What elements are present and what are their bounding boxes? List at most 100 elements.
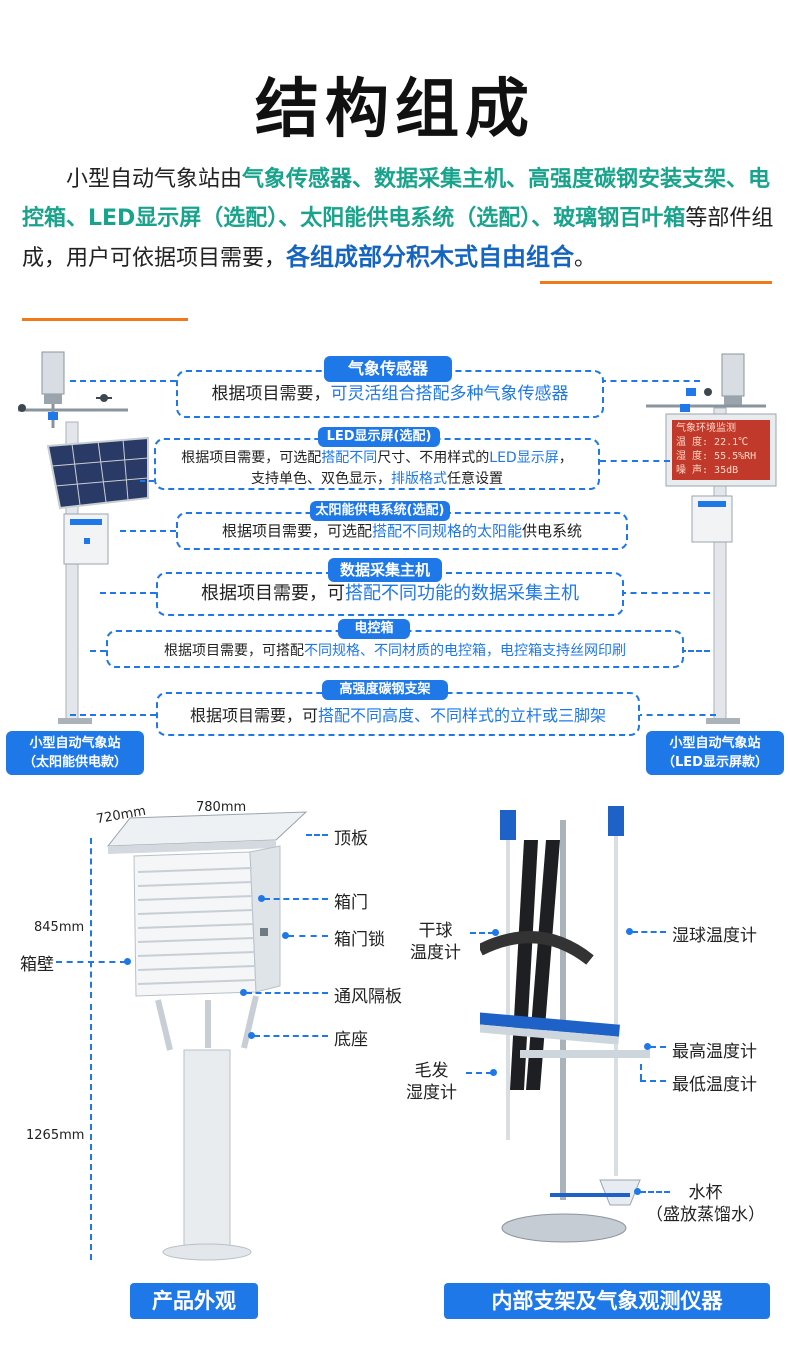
component-label-control-box: 电控箱 xyxy=(338,619,410,639)
connector-line xyxy=(636,714,716,716)
component-desc: 支持单色、双色显示， xyxy=(251,471,391,487)
right-station-label-line2: （LED显示屏款） xyxy=(662,755,768,770)
left-station-label-line1: 小型自动气象站 xyxy=(29,736,121,751)
connector-line xyxy=(70,380,176,382)
pointer-dot xyxy=(634,1188,641,1195)
dimension-width: 780mm xyxy=(196,800,247,815)
part-label-top: 顶板 xyxy=(334,829,368,849)
component-desc-highlight: LED显示屏 xyxy=(489,450,559,466)
pointer-dot xyxy=(490,1069,497,1076)
connector-line xyxy=(254,1035,328,1037)
component-label-solar: 太阳能供电系统(选配) xyxy=(310,501,450,521)
component-box-sensor: 根据项目需要，可灵活组合搭配多种气象传感器 xyxy=(176,370,604,418)
connector-line xyxy=(640,1191,670,1193)
led-display-title: 气象环境监测 xyxy=(676,423,736,434)
left-station-label-line2: （太阳能供电款） xyxy=(22,755,127,770)
page-title: 结构组成 xyxy=(255,73,535,147)
underline-accent xyxy=(22,318,188,321)
intro-emphasis: 各组成部分积木式自由组合 xyxy=(286,243,575,271)
right-weather-station: 气象环境监测 温 度: 22.1℃ 湿 度: 55.5%RH 噪 声: 35dB xyxy=(636,348,786,728)
connector-line xyxy=(470,932,494,934)
connector-line xyxy=(246,992,328,994)
pointer-dot xyxy=(240,989,247,996)
louvered-shelter-illustration xyxy=(80,800,320,1270)
component-desc: 根据项目需要，可选配 xyxy=(221,522,372,540)
right-station-label-line1: 小型自动气象站 xyxy=(669,736,761,751)
weather-station-illustration xyxy=(646,353,777,724)
intro-text-1: 小型自动气象站由 xyxy=(66,167,243,192)
instrument-label-water-cup: 水杯 （盛放蒸馏水） xyxy=(646,1182,765,1226)
product-appearance-button[interactable]: 产品外观 xyxy=(130,1283,258,1319)
dimension-line xyxy=(90,838,92,998)
connector-line xyxy=(288,935,328,937)
part-label-vent-panel: 通风隔板 xyxy=(334,987,402,1007)
instrument-label-line: 干球 xyxy=(418,921,453,941)
led-display-row: 噪 声: 35dB xyxy=(676,465,739,476)
instrument-label-wet-bulb: 湿球温度计 xyxy=(672,926,757,946)
intro-text-3: 。 xyxy=(574,246,597,271)
part-label-door-lock: 箱门锁 xyxy=(334,930,385,950)
left-weather-station xyxy=(8,348,158,728)
left-station-label: 小型自动气象站 （太阳能供电款） xyxy=(6,731,144,775)
instrument-label-max-thermometer: 最高温度计 xyxy=(672,1042,757,1062)
component-desc: 供电系统 xyxy=(522,522,583,540)
intro-components-highlight: 气象传感器、数据采集主机、高强度碳钢安装支架、电控箱、LED显示屏（选配）、太阳… xyxy=(22,167,771,231)
connector-line xyxy=(90,650,106,652)
component-desc: 尺寸、不用样式的 xyxy=(377,450,490,466)
connector-line xyxy=(120,530,176,532)
component-label-bracket: 高强度碳钢支架 xyxy=(322,680,448,700)
instrument-label-line: 水杯 xyxy=(688,1183,723,1203)
instrument-label-min-thermometer: 最低温度计 xyxy=(672,1075,757,1095)
connector-line xyxy=(650,1046,666,1048)
connector-line xyxy=(306,834,328,836)
instrument-label-dry-bulb: 干球 温度计 xyxy=(410,920,461,964)
pointer-dot xyxy=(626,928,633,935)
connector-line xyxy=(600,380,700,382)
connector-line xyxy=(640,1080,666,1082)
component-desc-highlight: 搭配不同规格的太阳能 xyxy=(371,522,522,540)
component-desc-highlight: 搭配不同功能的数据采集主机 xyxy=(345,583,579,604)
dimension-box-height: 845mm xyxy=(34,920,85,935)
pointer-dot xyxy=(282,932,289,939)
intro-paragraph: 小型自动气象站由气象传感器、数据采集主机、高强度碳钢安装支架、电控箱、LED显示… xyxy=(22,160,774,278)
connector-line xyxy=(100,592,156,594)
pointer-dot xyxy=(492,929,499,936)
underline-accent xyxy=(540,281,772,284)
intro-text-2: 等部件组成，用户可依据项目需要， xyxy=(22,206,774,271)
weather-station-illustration xyxy=(18,351,149,724)
right-station-label: 小型自动气象站 （LED显示屏款） xyxy=(646,731,784,775)
pointer-dot xyxy=(258,895,265,902)
part-label-base: 底座 xyxy=(334,1030,368,1050)
component-label-datalogger: 数据采集主机 xyxy=(328,558,442,582)
led-display-row: 温 度: 22.1℃ xyxy=(676,437,749,448)
pointer-dot xyxy=(124,958,131,965)
instrument-stand-illustration xyxy=(428,800,670,1250)
connector-line xyxy=(140,480,154,482)
shelter-drawing xyxy=(106,811,308,1261)
connector-line xyxy=(632,931,666,933)
dimension-stand-height: 1265mm xyxy=(26,1128,85,1143)
component-desc: 根据项目需要，可 xyxy=(201,583,345,604)
component-label-sensor: 气象传感器 xyxy=(324,356,452,382)
component-desc-highlight: 不同规格、不同材质的电控箱，电控箱支持丝网印刷 xyxy=(304,643,626,659)
dimension-line xyxy=(90,1004,92,1260)
instrument-label-line: 湿度计 xyxy=(406,1083,457,1103)
instrument-label-line: 毛发 xyxy=(414,1061,449,1081)
component-desc: ， xyxy=(558,450,573,466)
part-label-door: 箱门 xyxy=(334,893,368,913)
component-desc: 根据项目需要，可搭配 xyxy=(164,643,304,659)
part-label-wall: 箱壁 xyxy=(20,955,54,975)
connector-line xyxy=(56,961,126,963)
connector-line xyxy=(600,460,670,462)
component-desc-highlight: 可灵活组合搭配多种气象传感器 xyxy=(330,384,569,404)
component-desc: 根据项目需要，可选配 xyxy=(181,450,322,466)
internal-instruments-button[interactable]: 内部支架及气象观测仪器 xyxy=(444,1283,770,1319)
connector-line xyxy=(640,1064,642,1080)
component-desc: 根据项目需要， xyxy=(211,384,331,404)
component-desc-highlight: 搭配不同高度、不同样式的立杆或三脚架 xyxy=(318,706,607,725)
pointer-dot xyxy=(248,1032,255,1039)
connector-line xyxy=(264,898,328,900)
connector-line xyxy=(70,714,156,716)
connector-line xyxy=(620,592,710,594)
instrument-label-line: 温度计 xyxy=(410,943,461,963)
